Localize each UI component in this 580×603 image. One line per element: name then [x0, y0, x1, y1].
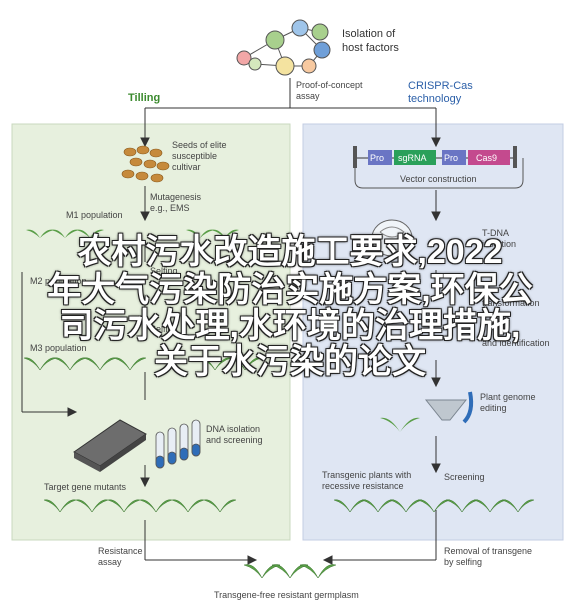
- test-tubes-icon: [155, 419, 201, 469]
- crispr-flow-arrows: [322, 190, 441, 565]
- pro-box-label: Pro: [370, 153, 385, 163]
- m1-plants-row: [26, 229, 239, 238]
- tilling-header: Tilling: [128, 92, 161, 104]
- mutagenesis-label: Mutagenesis e.g., EMS: [150, 192, 202, 213]
- crispr-header: CRISPR-Cas technology: [408, 80, 473, 105]
- vector-construction-label: Vector construction: [400, 174, 477, 184]
- m1-population-label: M1 population: [66, 210, 123, 220]
- top-connector-arrows: [140, 78, 441, 148]
- screening-label: Screening: [444, 472, 485, 482]
- overlay-title-line-2: 年大气污染防治实施方案,环保公: [47, 271, 533, 309]
- target-mutants-label: Target gene mutants: [44, 482, 127, 492]
- selfing-label-1: Selfing: [150, 266, 178, 276]
- selection-label: and identification: [482, 338, 550, 348]
- agrobacterium-icon: [371, 219, 413, 257]
- dna-isolation-label: DNA isolation and screening: [206, 424, 263, 445]
- proof-of-concept-label: Proof-of-concept assay: [296, 80, 363, 101]
- pro2-box-label: Pro: [444, 153, 459, 163]
- overlay-title-line-4: 关于水污染的论文: [154, 343, 426, 381]
- overlay-title-line-1: 农村污水改造施工要求,2022: [77, 233, 503, 271]
- host-factor-network-icon: [236, 19, 331, 76]
- transgenic-plants-row: [333, 499, 535, 513]
- selfing-label-2: Selfing: [150, 324, 178, 334]
- m3-population-label: M3 population: [30, 343, 87, 353]
- tilling-panel: [11, 123, 291, 541]
- germplasm-label: Transgene-free resistant germplasm: [214, 590, 359, 600]
- tdna-insertion-label: T-DNA insertion: [482, 228, 517, 249]
- sgrna-box-label: sgRNA: [398, 153, 427, 163]
- dna-plate-icon: [73, 419, 147, 472]
- cas9-box-label: Cas9: [476, 153, 498, 163]
- target-mutant-plants-row: [43, 499, 237, 513]
- crispr-panel: [302, 123, 564, 541]
- seeds-label: Seeds of elite susceptible cultivar: [172, 140, 227, 172]
- isolation-label: Isolation of host factors: [342, 28, 399, 54]
- removal-transgene-label: Removal of transgene by selfing: [444, 546, 533, 567]
- genome-editing-icon: [380, 391, 474, 432]
- overlay-title-line-3: 司污水处理,水环境的治理措施,: [59, 307, 521, 345]
- germplasm-plants-row: [243, 564, 337, 579]
- tilling-flow-arrows: [21, 186, 258, 565]
- vector-construct-icon: [353, 146, 524, 189]
- m3-plants-row: [23, 357, 262, 371]
- genome-editing-label: Plant genome editing: [480, 392, 536, 413]
- transgenic-plants-label: Transgenic plants with recessive resista…: [322, 470, 412, 491]
- transformation-label: transformation: [482, 298, 540, 308]
- seeds-icon: [121, 145, 170, 183]
- m2-population-label: M2 population: [30, 276, 87, 286]
- resistance-assay-label: Resistance assay: [98, 546, 143, 567]
